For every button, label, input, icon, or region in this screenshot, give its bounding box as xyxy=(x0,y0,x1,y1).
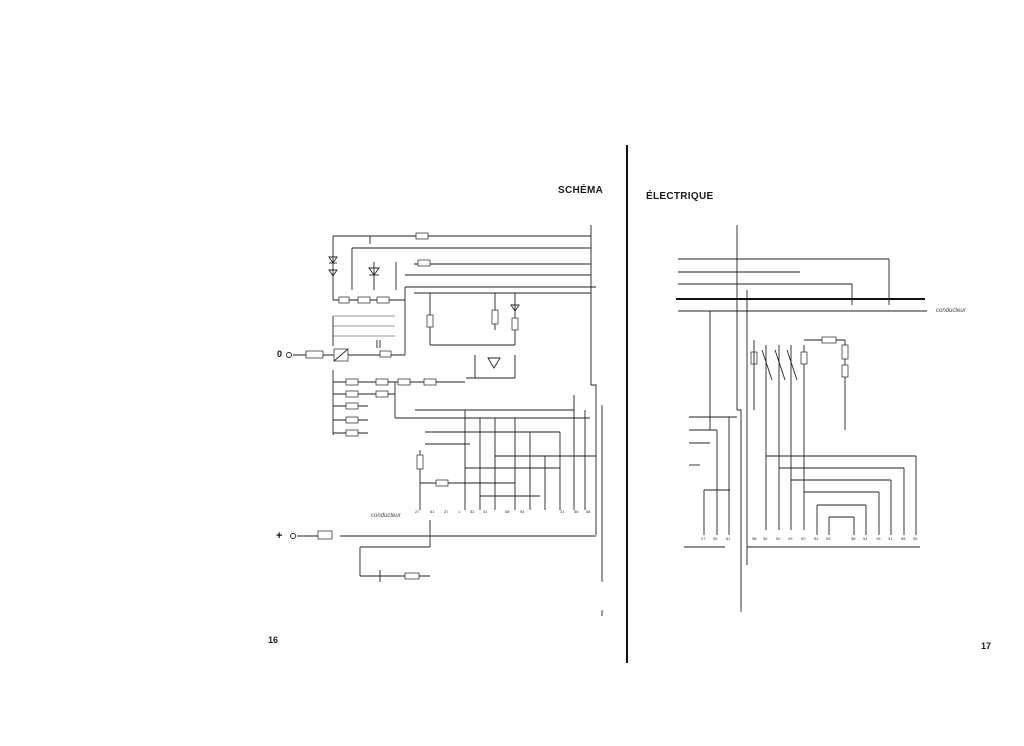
svg-text:27: 27 xyxy=(701,536,706,541)
svg-text:52: 52 xyxy=(470,509,475,514)
connector-strip-left: 27 61 27 1 52 31 58 54 31 56 58 xyxy=(415,509,591,514)
svg-text:27: 27 xyxy=(444,509,449,514)
svg-text:31: 31 xyxy=(483,509,488,514)
svg-text:54: 54 xyxy=(814,536,819,541)
svg-text:56: 56 xyxy=(574,509,579,514)
svg-text:31: 31 xyxy=(888,536,893,541)
svg-text:49: 49 xyxy=(788,536,793,541)
conducteur-label-right: conducteur xyxy=(936,308,967,314)
svg-text:55: 55 xyxy=(901,536,906,541)
page-number-right: 17 xyxy=(981,641,992,651)
svg-text:54: 54 xyxy=(520,509,525,514)
svg-text:61: 61 xyxy=(430,509,435,514)
conducteur-label-left: conducteur xyxy=(371,513,402,519)
svg-text:58: 58 xyxy=(586,509,591,514)
svg-text:1: 1 xyxy=(458,509,461,514)
svg-text:15: 15 xyxy=(876,536,881,541)
svg-text:27: 27 xyxy=(415,509,420,514)
svg-text:56: 56 xyxy=(713,536,718,541)
left-schematic: 27 61 27 1 52 31 58 54 31 56 58 conducte… xyxy=(286,225,603,616)
svg-text:58: 58 xyxy=(851,536,856,541)
connector-strip-right: 27 56 61 58 56 52 49 50 54 53 58 54 15 3… xyxy=(701,536,918,541)
ground-terminal-label: 0 xyxy=(277,349,283,359)
page-title-left: SCHÉMA xyxy=(558,185,604,196)
svg-text:56: 56 xyxy=(763,536,768,541)
svg-text:53: 53 xyxy=(826,536,831,541)
svg-text:58: 58 xyxy=(752,536,757,541)
main-bus-right xyxy=(737,409,742,612)
main-bus-left xyxy=(590,225,597,535)
svg-text:61: 61 xyxy=(726,536,731,541)
svg-text:50: 50 xyxy=(801,536,806,541)
svg-text:54: 54 xyxy=(863,536,868,541)
svg-text:52: 52 xyxy=(776,536,781,541)
svg-text:58: 58 xyxy=(505,509,510,514)
svg-text:56: 56 xyxy=(913,536,918,541)
positive-terminal-label: + xyxy=(276,530,283,542)
right-schematic: conducteur xyxy=(676,225,967,612)
page-number-left: 16 xyxy=(268,635,279,645)
svg-text:31: 31 xyxy=(560,509,565,514)
page-title-right: ÉLECTRIQUE xyxy=(646,191,714,202)
